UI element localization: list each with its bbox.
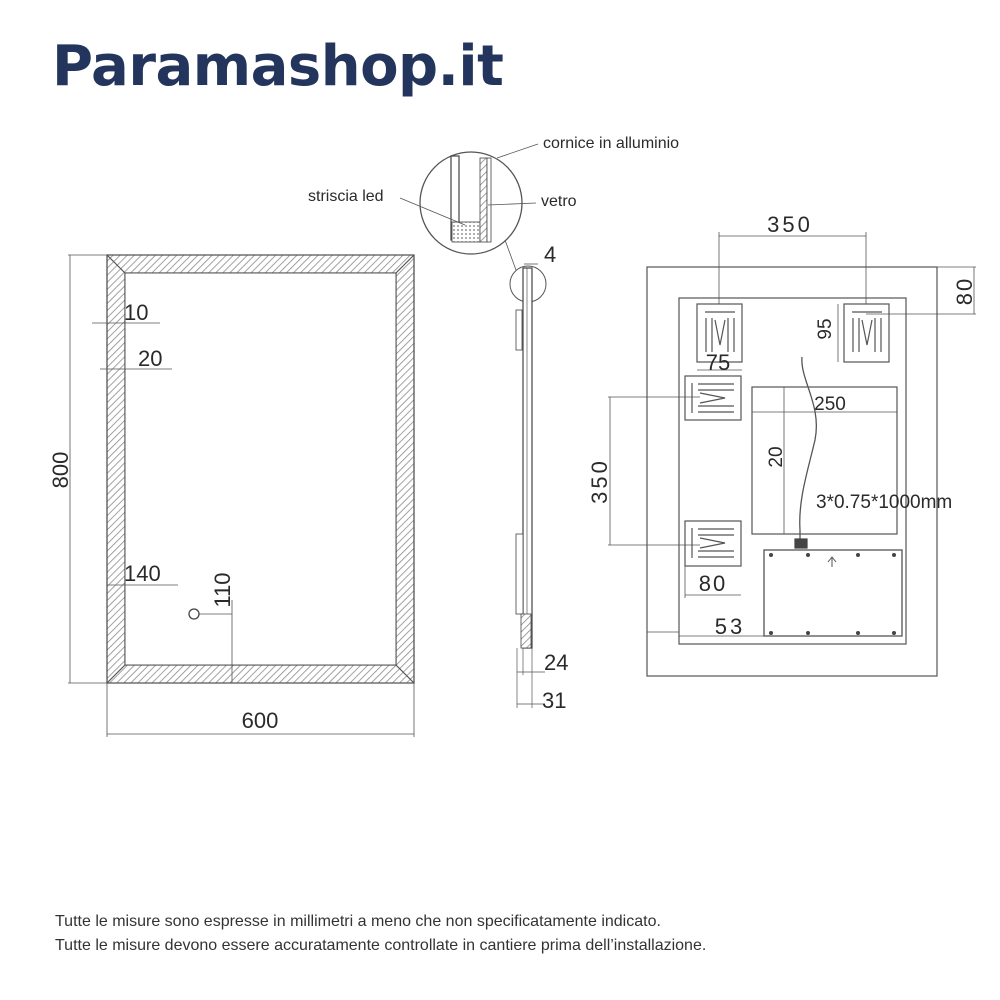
dim-hook-height: 95: [815, 318, 836, 339]
dim-box-width: 250: [814, 394, 846, 415]
footnote-2: Tutte le misure devono essere accuratame…: [55, 937, 707, 954]
back-view: [608, 232, 976, 677]
dim-hook-spacing-h: 350: [767, 212, 813, 237]
label-frame: cornice in alluminio: [543, 135, 679, 152]
dim-depth-total: 31: [542, 688, 566, 713]
side-view: [399, 143, 547, 708]
detail-circle: [419, 151, 523, 255]
touch-switch: [188, 608, 200, 620]
dim-cable: 3*0.75*1000mm: [816, 492, 952, 513]
dim-hook-spacing-v: 350: [587, 458, 612, 504]
label-glass: vetro: [541, 193, 577, 210]
label-led: striscia led: [308, 188, 384, 205]
driver-box-outline: [751, 386, 898, 535]
dim-frame-offset: 53: [715, 614, 745, 639]
front-view: [68, 254, 415, 737]
power-cable: [799, 356, 817, 540]
driver-box: [763, 549, 903, 637]
dim-hook-offset-top: 80: [952, 277, 977, 305]
mirror-glass: [124, 272, 397, 666]
dim-glass: 4: [544, 242, 556, 267]
hook-top-right: [843, 303, 890, 363]
footnote-1: Tutte le misure sono espresse in millime…: [55, 913, 661, 930]
dim-frame-inner: 10: [124, 300, 148, 325]
dim-box-height: 20: [766, 446, 787, 467]
dim-height: 800: [48, 452, 73, 489]
dim-hook-side-width: 80: [699, 571, 727, 596]
hook-top-left: [696, 303, 743, 363]
dim-hook-width: 75: [706, 350, 730, 375]
hook-side-bottom: [684, 520, 742, 567]
dim-width: 600: [242, 708, 279, 733]
dim-switch-x: 140: [124, 561, 161, 586]
dim-frame-outer: 20: [138, 346, 162, 371]
hook-side-top: [684, 375, 742, 421]
dim-switch-y: 110: [210, 572, 235, 607]
footnotes: Tutte le misure sono espresse in millime…: [55, 910, 706, 958]
dim-depth-inner: 24: [544, 650, 568, 675]
brand-logo: Paramashop.it: [52, 34, 504, 99]
